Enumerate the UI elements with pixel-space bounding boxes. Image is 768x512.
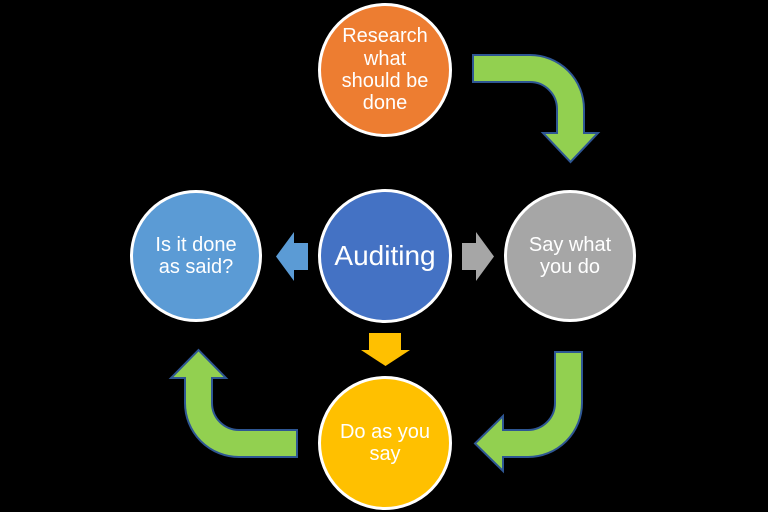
node-research-label-line: Research — [342, 25, 428, 48]
node-auditing: Auditing — [318, 189, 452, 323]
node-research-label-line: should be — [341, 70, 429, 92]
arrow-do-to-check — [168, 348, 298, 458]
node-say-label-line: Say what — [528, 233, 612, 256]
node-research-label-line: what — [363, 47, 407, 70]
node-do-label-line: Do as you — [339, 420, 431, 443]
arrow-say-to-do — [473, 351, 583, 474]
node-do-label-line: say — [369, 443, 401, 465]
arrow-auditing-to-do — [361, 333, 410, 366]
arrow-auditing-to-check — [276, 232, 308, 281]
node-do-as-you-say: Do as you say — [318, 376, 452, 510]
node-say-what-you-do: Say what you do — [504, 190, 636, 322]
node-research-label-line: done — [362, 92, 408, 115]
arrow-auditing-to-say — [462, 232, 494, 281]
node-check-label-line: as said? — [158, 256, 234, 278]
node-research: Research what should be done — [318, 3, 452, 137]
arrow-research-to-say — [472, 54, 601, 164]
node-is-it-done-as-said: Is it done as said? — [130, 190, 262, 322]
node-auditing-label: Auditing — [334, 240, 436, 272]
node-say-label-line: you do — [539, 256, 601, 278]
node-check-label-line: Is it done — [155, 233, 237, 256]
